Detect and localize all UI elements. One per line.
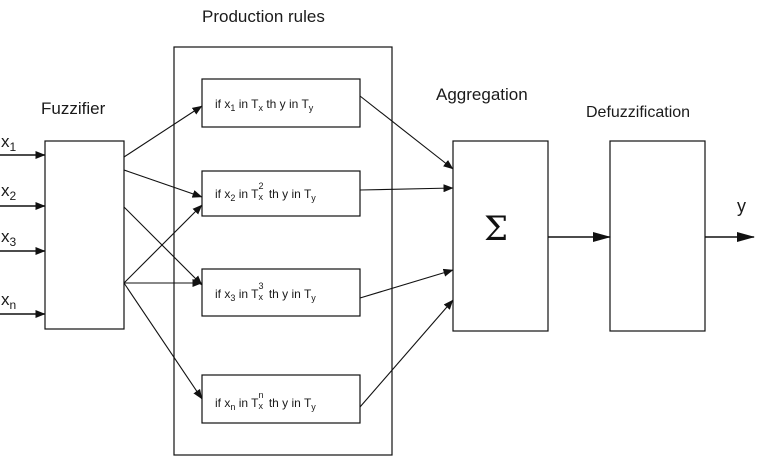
rule-box-1 xyxy=(201,78,361,128)
production-rules-container xyxy=(173,46,393,456)
rulen-to-agg-arrow xyxy=(359,299,454,408)
rule-box-3 xyxy=(201,268,361,317)
input-label-n: xn xyxy=(1,290,17,312)
fuzz-to-rule1-arrow xyxy=(123,105,203,158)
rule1-to-agg-arrow xyxy=(359,95,454,170)
output-label: y xyxy=(737,196,746,216)
input-label-1: x1 xyxy=(1,132,17,154)
fuzz-to-rule2-arrow xyxy=(123,169,203,198)
aggregation-block xyxy=(452,140,549,332)
fuzz-to-rule3-arrow xyxy=(123,206,203,286)
sigma-symbol: Σ xyxy=(484,209,509,249)
input-label-2: x2 xyxy=(1,181,17,203)
fuzz-to-rule2b-arrow xyxy=(123,204,203,284)
defuzzification-block xyxy=(609,140,706,332)
input-label-3: x3 xyxy=(1,227,17,249)
production-rules-title: Production rules xyxy=(202,7,325,26)
fuzzifier-block xyxy=(44,140,125,330)
rule-text-1: if x1 in Tx th y in Ty xyxy=(215,97,314,113)
rule-box-2 xyxy=(201,170,361,217)
aggregation-title: Aggregation xyxy=(436,85,528,104)
rule3-to-agg-arrow xyxy=(359,268,454,299)
defuzzification-title: Defuzzification xyxy=(586,104,691,121)
rule2-to-agg-arrow xyxy=(359,184,454,193)
fuzz-to-rulen-arrow xyxy=(123,282,203,400)
fuzzifier-title: Fuzzifier xyxy=(41,99,106,118)
